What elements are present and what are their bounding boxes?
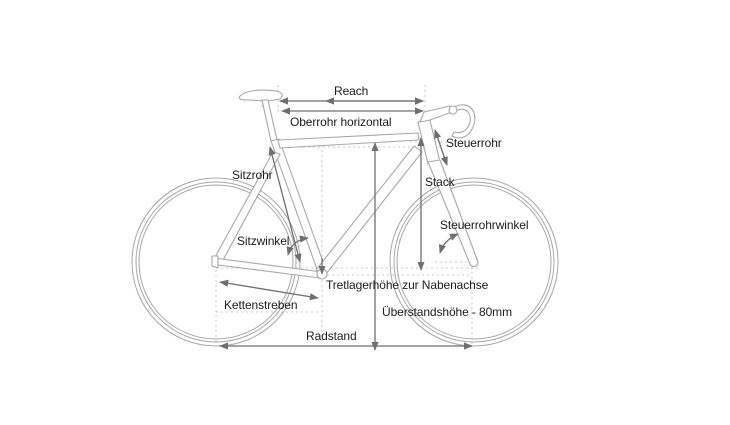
label-head-angle: Steuerrohrwinkel: [440, 218, 529, 232]
label-standover: Überstandshöhe - 80mm: [382, 305, 512, 319]
label-stack: Stack: [425, 175, 455, 189]
label-wheelbase: Radstand: [306, 329, 357, 343]
measurement-arrows: [219, 97, 473, 351]
front-wheel: [389, 177, 559, 347]
label-chainstays: Kettenstreben: [224, 298, 298, 312]
label-bb-drop: Tretlagerhöhe zur Nabenachse: [326, 278, 489, 292]
label-head-tube: Steuerrohr: [446, 136, 502, 150]
label-seat-tube: Sitzrohr: [232, 168, 273, 182]
label-reach: Reach: [334, 84, 369, 98]
label-top-tube: Oberrohr horizontal: [290, 115, 392, 129]
label-seat-angle: Sitzwinkel: [237, 234, 290, 248]
